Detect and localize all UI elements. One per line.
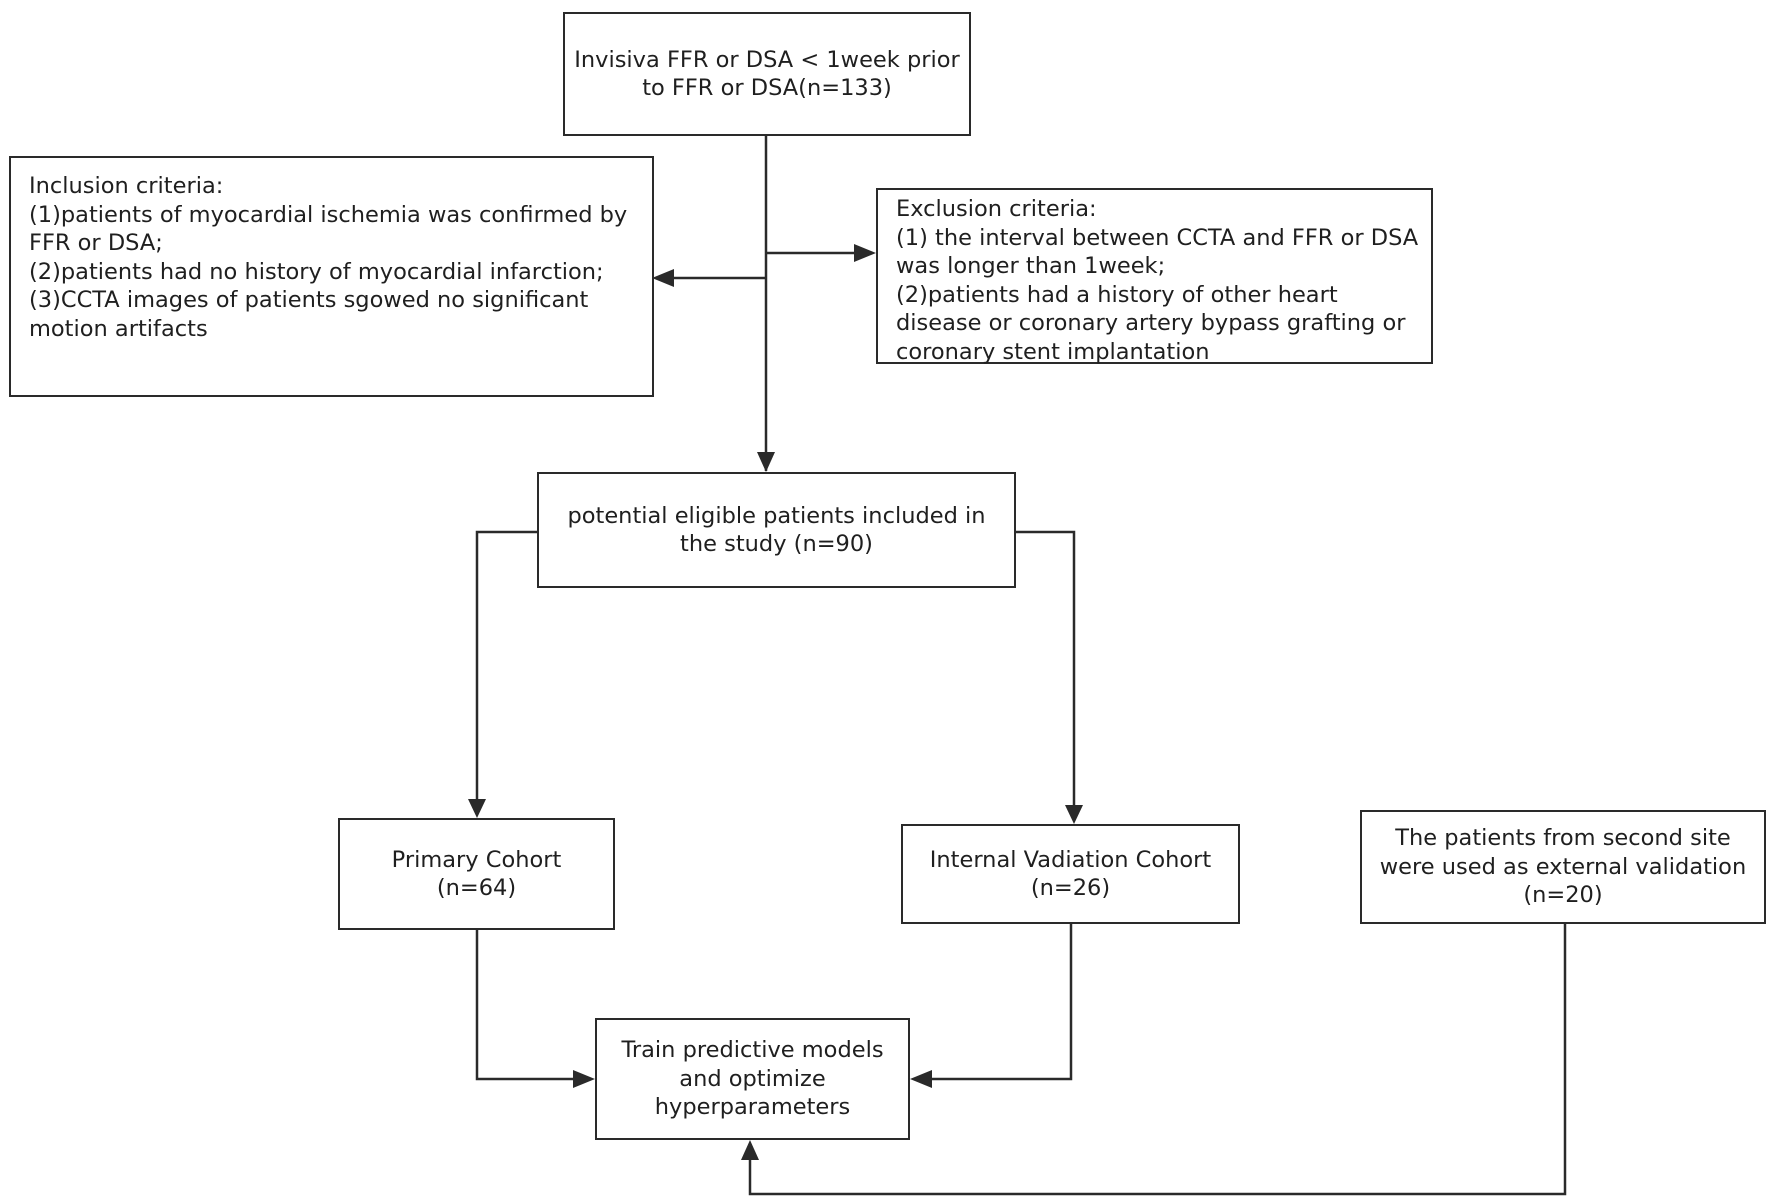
arrowhead-primary — [468, 799, 486, 818]
arrowhead-eligible — [757, 452, 775, 472]
arrowhead-internal — [1065, 805, 1083, 824]
inclusion-line-4: (2)patients had no history of myocardial… — [29, 258, 604, 285]
exclusion-line-6: coronary stent implantation — [896, 338, 1210, 365]
inclusion-line-2: (1)patients of myocardial ischemia was c… — [29, 201, 628, 228]
internal-cohort-count: (n=26) — [1030, 875, 1111, 901]
screening-box: Invisiva FFR or DSA < 1week prior to FFR… — [563, 12, 971, 136]
inclusion-line-6: motion artifacts — [29, 315, 208, 342]
arrowhead-exclusion — [854, 244, 876, 262]
primary-cohort-title: Primary Cohort — [391, 846, 562, 873]
exclusion-criteria-box: Exclusion criteria: (1) the interval bet… — [876, 188, 1433, 365]
arrowhead-inclusion — [652, 269, 674, 287]
external-validation-box: The patients from second site were used … — [1360, 810, 1766, 924]
inclusion-heading: Inclusion criteria: — [29, 173, 224, 199]
arrowhead-train-right — [910, 1070, 932, 1088]
eligible-line-1: potential eligible patients included in — [567, 502, 986, 529]
eligible-patients-box: potential eligible patients included in … — [537, 472, 1016, 588]
arrowhead-train-bottom — [741, 1140, 759, 1160]
external-line-3: (n=20) — [1523, 882, 1603, 909]
edge-eligible-to-internal — [1016, 530, 1076, 806]
external-line-2: were used as external validation — [1379, 853, 1747, 880]
external-line-1: The patients from second site — [1395, 825, 1731, 852]
train-line-3: hyperparameters — [654, 1094, 851, 1121]
edge-internal-to-train — [930, 924, 1073, 1081]
inclusion-line-3: FFR or DSA; — [29, 230, 163, 256]
edge-primary-to-train — [475, 930, 575, 1081]
exclusion-line-2: (1) the interval between CCTA and FFR or… — [896, 224, 1419, 251]
internal-cohort-title: Internal Vadiation Cohort — [929, 846, 1212, 873]
train-models-box: Train predictive models and optimize hyp… — [595, 1018, 910, 1140]
inclusion-criteria-box: Inclusion criteria: (1)patients of myoca… — [9, 156, 654, 397]
primary-cohort-box: Primary Cohort (n=64) — [338, 818, 615, 930]
train-line-1: Train predictive models — [621, 1037, 884, 1064]
edge-external-to-train — [748, 924, 1567, 1196]
exclusion-heading: Exclusion criteria: — [896, 196, 1097, 222]
screening-line-1: Invisiva FFR or DSA < 1week prior — [574, 46, 960, 73]
exclusion-line-3: was longer than 1week; — [896, 253, 1166, 279]
edge-eligible-to-primary — [475, 530, 537, 800]
screening-line-2: to FFR or DSA(n=133) — [642, 75, 892, 101]
primary-cohort-count: (n=64) — [436, 875, 517, 901]
eligible-line-2: the study (n=90) — [680, 531, 873, 557]
arrowhead-train-left — [573, 1070, 595, 1088]
exclusion-line-4: (2)patients had a history of other heart — [896, 281, 1338, 308]
exclusion-line-5: disease or coronary artery bypass grafti… — [896, 310, 1406, 336]
internal-validation-cohort-box: Internal Vadiation Cohort (n=26) — [901, 824, 1240, 924]
train-line-2: and optimize — [679, 1065, 826, 1092]
inclusion-line-5: (3)CCTA images of patients sgowed no sig… — [29, 287, 589, 313]
